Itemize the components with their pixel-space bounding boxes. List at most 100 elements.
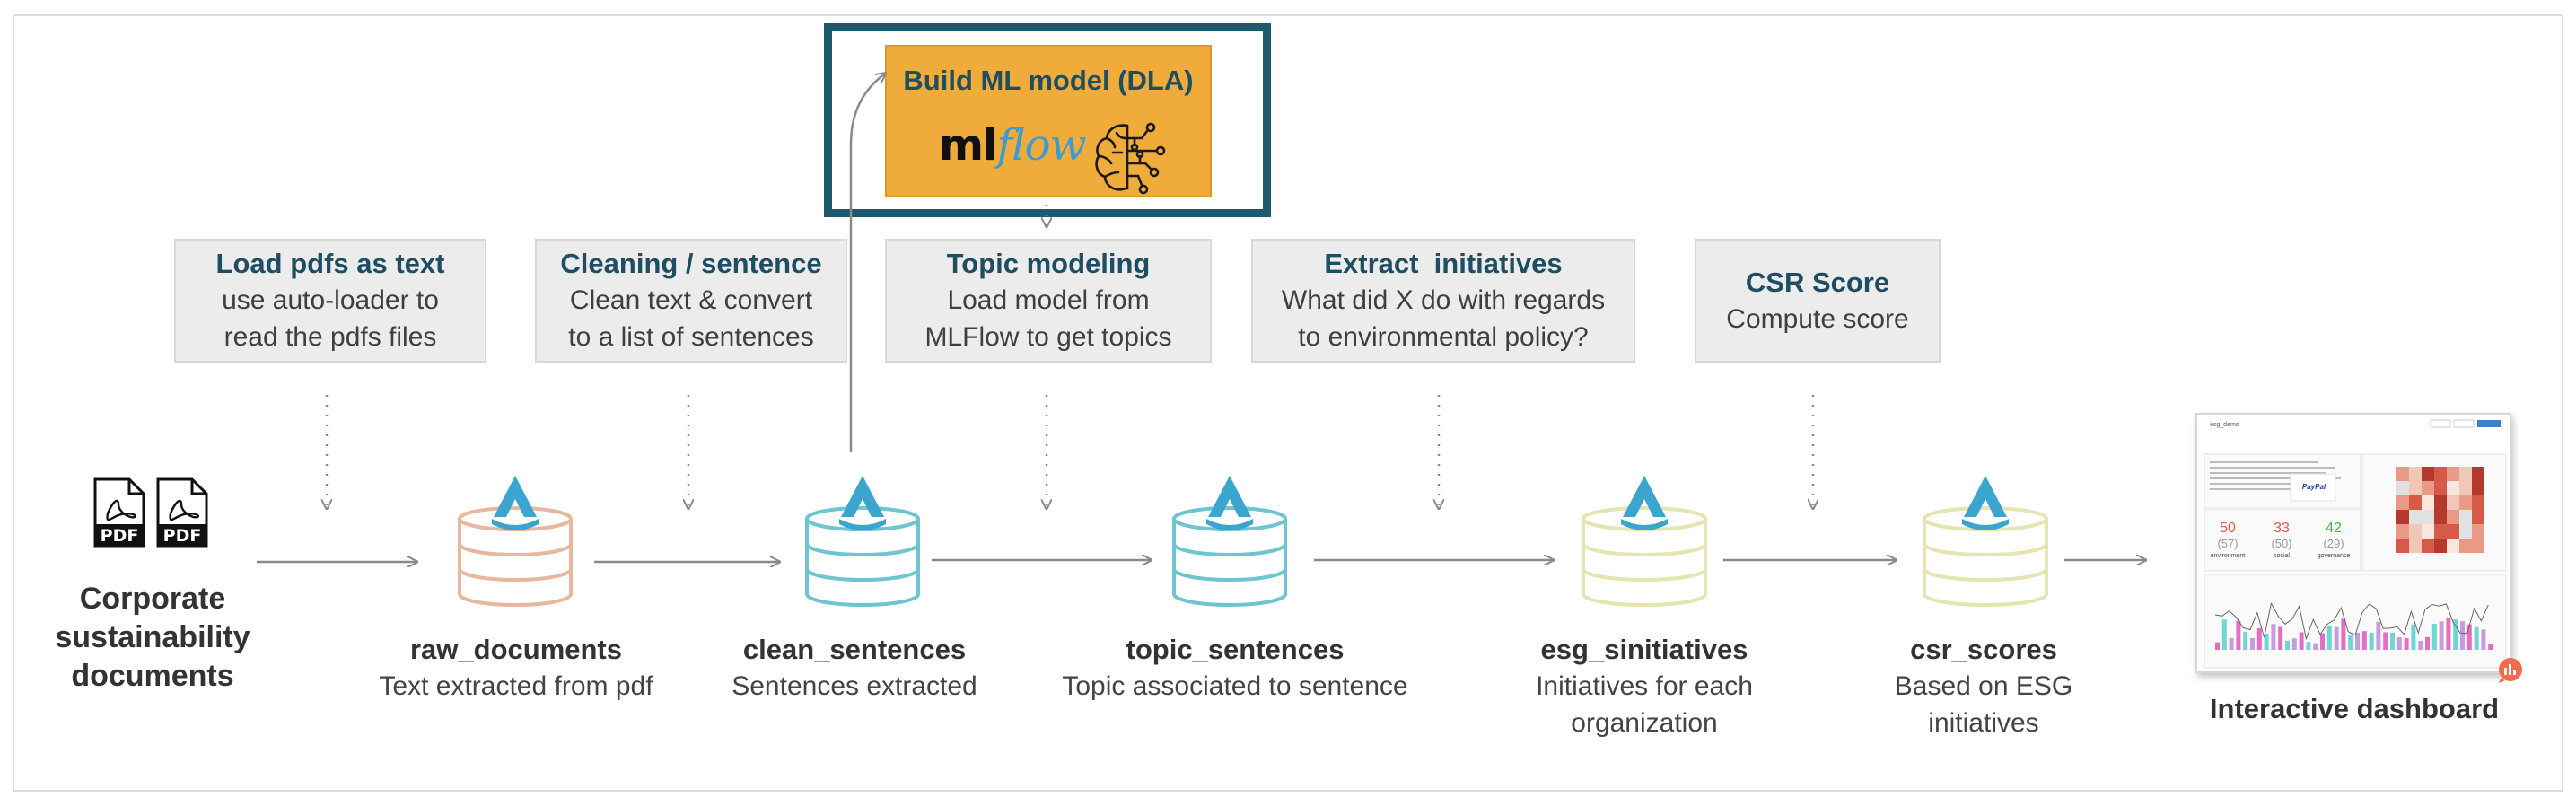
step-extract-initiatives: Extract initiatives What did X do with r… bbox=[1251, 239, 1635, 363]
step-desc: Clean text & convert bbox=[569, 285, 813, 315]
database-icon bbox=[805, 476, 920, 607]
dashboard-heatmap-cell bbox=[2434, 524, 2447, 539]
dashboard-bar bbox=[2481, 629, 2486, 650]
dashboard-heatmap-cell bbox=[2447, 495, 2459, 510]
step-desc: What did X do with regards bbox=[1281, 285, 1606, 315]
table-name: clean_sentences bbox=[742, 634, 967, 665]
step-load-pdfs: Load pdfs as text use auto-loader to rea… bbox=[174, 239, 486, 363]
pdf-file-icon: PDF bbox=[93, 477, 145, 548]
database-icon bbox=[1582, 476, 1707, 607]
dashboard-heatmap-cell bbox=[2447, 524, 2459, 539]
table-icon-topic-sentences bbox=[1170, 472, 1289, 607]
dashboard-heatmap-cell bbox=[2434, 481, 2447, 495]
dashboard-bar bbox=[2390, 632, 2395, 650]
table-desc: Topic associated to sentence bbox=[1062, 671, 1408, 701]
mlflow-logo: mlflow bbox=[939, 118, 1087, 172]
dashboard-heatmap-cell bbox=[2409, 467, 2422, 481]
brain-circuit-icon bbox=[1095, 122, 1166, 195]
dashboard-bar bbox=[2446, 618, 2451, 650]
mlflow-logo-ml: ml bbox=[939, 120, 997, 171]
dashboard-title: esg_demo bbox=[2210, 422, 2239, 428]
pdf-label: PDF bbox=[101, 526, 139, 546]
step-title: Load pdfs as text bbox=[215, 248, 445, 279]
step-desc: Load model from bbox=[947, 285, 1150, 315]
dashboard-heatmap-cell bbox=[2447, 467, 2459, 481]
table-desc: Based on ESG bbox=[1894, 671, 2073, 701]
dashboard-heatmap-cell bbox=[2396, 524, 2409, 539]
database-icon bbox=[458, 476, 573, 607]
dashboard-heatmap-cell bbox=[2459, 467, 2472, 481]
dashboard-bar bbox=[2348, 635, 2353, 650]
dashboard-kpi-label: social bbox=[2274, 553, 2290, 559]
delta-logo-icon bbox=[492, 476, 539, 530]
pdf-file-icon: PDF bbox=[156, 477, 208, 548]
dashboard-heatmap-cell bbox=[2472, 510, 2484, 524]
dashboard-heatmap-cell bbox=[2459, 495, 2472, 510]
dashboard-bar bbox=[2313, 643, 2318, 650]
step-title: CSR Score bbox=[1745, 266, 1890, 298]
dashboard-bar bbox=[2256, 627, 2262, 650]
dashboard-bar bbox=[2411, 624, 2416, 650]
dashboard-bar bbox=[2215, 642, 2220, 650]
dashboard-bar bbox=[2404, 637, 2409, 650]
dashboard-heatmap-cell bbox=[2472, 481, 2484, 495]
dashboard-bar bbox=[2488, 644, 2493, 650]
delta-logo-icon bbox=[1206, 476, 1253, 530]
dashboard-heatmap-cell bbox=[2422, 539, 2434, 553]
dashboard-bar bbox=[2425, 636, 2430, 650]
dashboard-bar bbox=[2460, 621, 2465, 650]
dashboard-bar bbox=[2396, 637, 2402, 650]
dashboard-bar bbox=[2221, 619, 2227, 650]
table-desc: initiatives bbox=[1928, 708, 2039, 738]
dashboard-heatmap-cell bbox=[2422, 524, 2434, 539]
dashboard-heatmap-cell bbox=[2409, 481, 2422, 495]
step-desc: read the pdfs files bbox=[223, 322, 437, 352]
dashboard-heatmap-cell bbox=[2434, 495, 2447, 510]
table-desc: organization bbox=[1571, 708, 1718, 738]
step-title: Cleaning / sentence bbox=[560, 248, 822, 279]
table-desc: Initiatives for each bbox=[1536, 671, 1753, 701]
dashboard-heatmap-cell bbox=[2396, 495, 2409, 510]
table-desc: Sentences extracted bbox=[732, 671, 977, 701]
dashboard-kpi-sub: (57) bbox=[2217, 537, 2239, 550]
dashboard-heatmap-cell bbox=[2422, 481, 2434, 495]
dashboard-heatmap-cell bbox=[2447, 539, 2459, 553]
step-desc: to a list of sentences bbox=[568, 322, 814, 352]
delta-logo-icon bbox=[1962, 476, 2009, 530]
step-desc: Compute score bbox=[1726, 303, 1909, 334]
dashboard-kpi-label: environment bbox=[2210, 553, 2246, 559]
dashboard-heatmap-cell bbox=[2396, 481, 2409, 495]
step-title: Extract initiatives bbox=[1324, 248, 1563, 279]
table-name: esg_sinitiatives bbox=[1540, 634, 1748, 665]
dashboard-bar bbox=[2229, 637, 2234, 650]
dashboard-bar bbox=[2383, 632, 2388, 650]
dashboard-heatmap-cell bbox=[2447, 510, 2459, 524]
dashboard-heatmap-cell bbox=[2422, 510, 2434, 524]
dashboard-bar bbox=[2291, 638, 2297, 650]
dashboard-bar bbox=[2285, 640, 2290, 650]
dashboard-company-logo: PayPal bbox=[2301, 483, 2326, 491]
dashboard-bar bbox=[2243, 631, 2248, 650]
dashboard-bar bbox=[2299, 632, 2304, 650]
chart-badge-icon bbox=[2499, 658, 2522, 683]
dashboard-bar bbox=[2334, 626, 2339, 650]
dashboard-bar bbox=[2466, 624, 2472, 650]
step-csr-score: CSR Score Compute score bbox=[1695, 239, 1941, 363]
dashboard-heatmap-cell bbox=[2396, 510, 2409, 524]
delta-logo-icon bbox=[839, 476, 886, 530]
dashboard-bar bbox=[2271, 624, 2276, 650]
table-icon-esg-sinitiatives bbox=[1580, 472, 1709, 607]
dashboard-kpi: 33 bbox=[2274, 521, 2290, 536]
step-desc: to environmental policy? bbox=[1298, 322, 1589, 352]
dashboard-bar bbox=[2278, 626, 2283, 650]
dashboard-heatmap-cell bbox=[2459, 481, 2472, 495]
dashboard-thumbnail[interactable]: esg_demo 50 (57) environment 33 (50) soc… bbox=[2195, 413, 2511, 673]
dashboard-heatmap-cell bbox=[2422, 467, 2434, 481]
source-label-line: sustainability bbox=[55, 620, 250, 654]
dashboard-bar bbox=[2264, 633, 2269, 650]
dashboard-heatmap-cell bbox=[2459, 524, 2472, 539]
dashboard-bar bbox=[2453, 619, 2458, 650]
dashboard-kpi-label: governance bbox=[2317, 553, 2351, 559]
dashboard-bar bbox=[2355, 632, 2360, 650]
delta-logo-icon bbox=[1621, 476, 1668, 530]
